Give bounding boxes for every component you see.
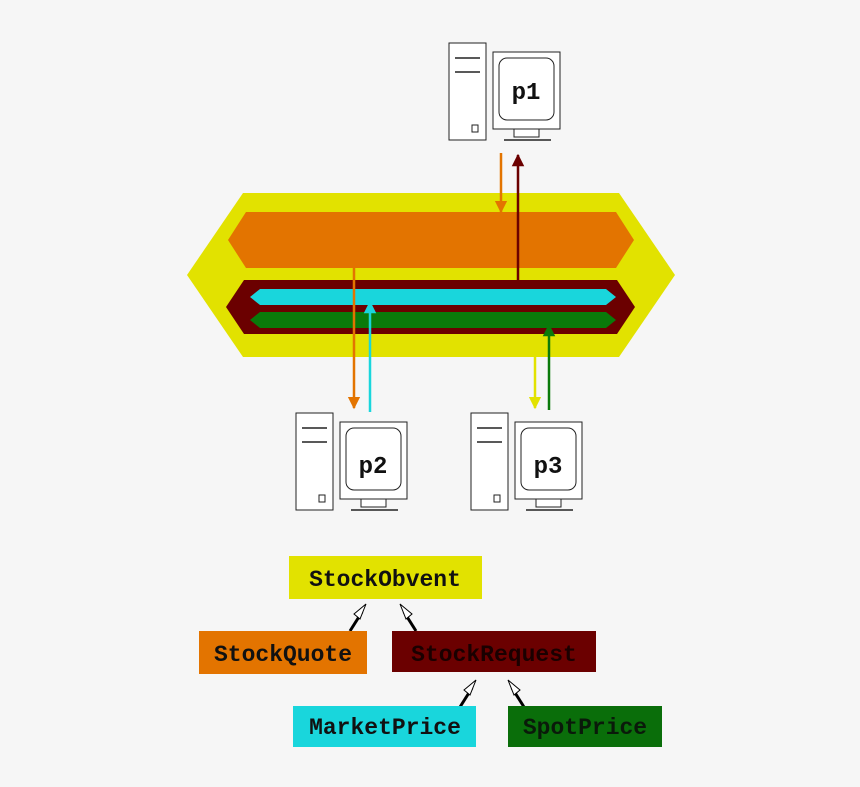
host-p1: p1 bbox=[448, 42, 561, 141]
monitor-icon bbox=[514, 421, 583, 511]
arrows bbox=[347, 153, 556, 412]
host-p3: p3 bbox=[470, 412, 583, 511]
monitor-icon bbox=[339, 421, 408, 511]
event-bus bbox=[187, 193, 675, 357]
class-hierarchy: StockObvent StockQuote StockRequest Mark… bbox=[199, 556, 662, 747]
spotprice-channel bbox=[250, 312, 616, 328]
computer-tower-icon bbox=[448, 42, 487, 141]
stockobvent-class-label: StockObvent bbox=[309, 567, 461, 593]
stockquote-channel bbox=[228, 212, 634, 268]
spotprice-class-label: SpotPrice bbox=[523, 715, 647, 741]
stockobvent-class-box bbox=[289, 556, 482, 599]
inheritance-connectors bbox=[348, 603, 526, 708]
spotprice-class-box bbox=[508, 706, 662, 747]
marketprice-class-box bbox=[293, 706, 476, 747]
stockrequest-class-label: StockRequest bbox=[411, 642, 577, 668]
marketprice-channel bbox=[250, 289, 616, 305]
stockrequest-class-box bbox=[392, 631, 596, 672]
host-label-p3: p3 bbox=[534, 454, 563, 481]
host-p2: p2 bbox=[295, 412, 408, 511]
marketprice-class-label: MarketPrice bbox=[309, 715, 461, 741]
host-label-p2: p2 bbox=[359, 454, 388, 481]
stockquote-class-box bbox=[199, 631, 367, 674]
computer-tower-icon bbox=[295, 412, 334, 511]
host-label-p1: p1 bbox=[512, 80, 541, 107]
computer-tower-icon bbox=[470, 412, 509, 511]
stockquote-class-label: StockQuote bbox=[214, 642, 352, 668]
monitor-icon bbox=[492, 51, 561, 141]
